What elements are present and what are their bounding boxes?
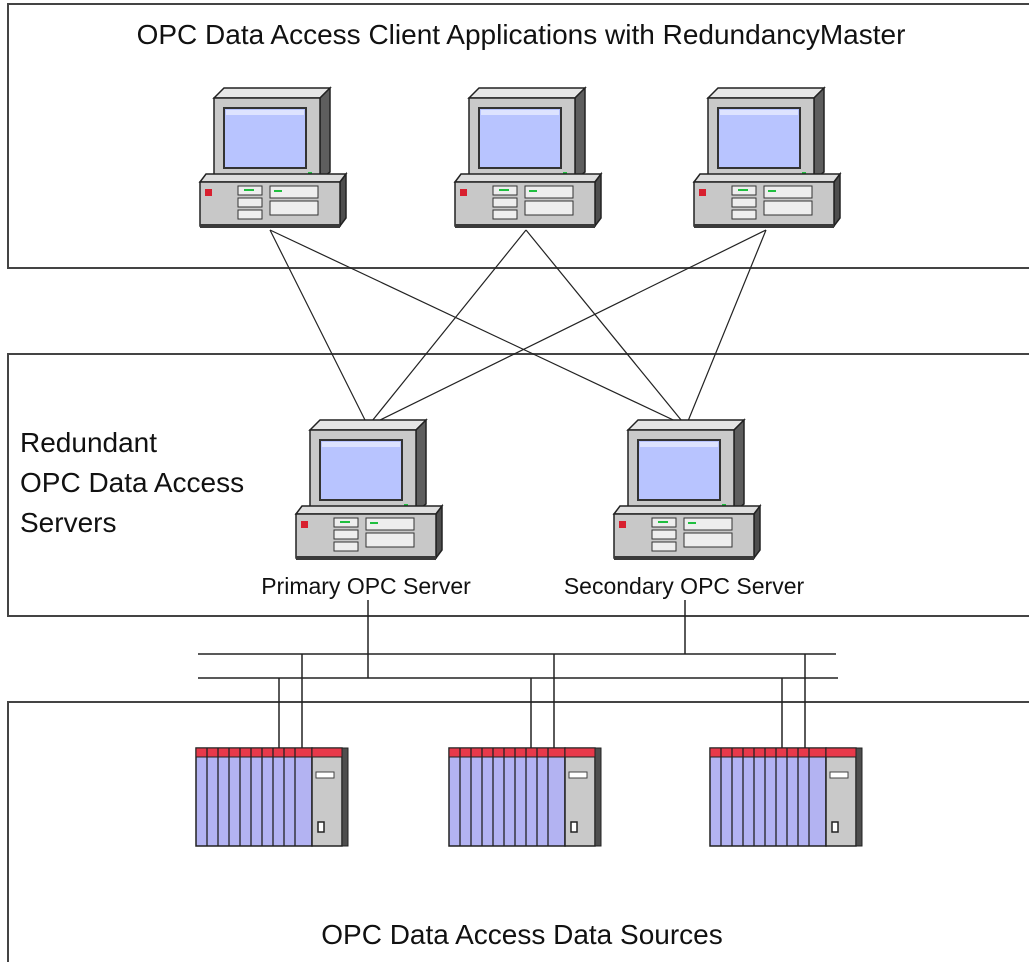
secondary-server-label: Secondary OPC Server [564,573,805,599]
clients-tier: OPC Data Access Client Applications with… [7,3,1029,269]
servers-tier: Redundant OPC Data Access Servers [7,353,1029,617]
servers-tier-title-line-3: Servers [20,507,116,538]
servers-tier-title-line-2: OPC Data Access [20,467,244,498]
link-client1-primary [269,229,369,427]
primary-server-label: Primary OPC Server [261,573,471,599]
sources-tier-title: OPC Data Access Data Sources [321,919,723,950]
primary-server-computer-icon [295,419,443,561]
link-client3-primary [367,229,767,427]
sources-tier: OPC Data Access Data Sources [7,701,1029,962]
data-source-3-icon [709,747,863,847]
data-source-1-icon [195,747,349,847]
link-client3-secondary [685,229,767,427]
link-client2-primary [367,229,527,427]
client-server-links [269,229,767,427]
client-computer-2-icon [454,87,602,229]
servers-tier-title-line-1: Redundant [20,427,157,458]
link-client2-secondary [525,229,687,427]
clients-tier-title: OPC Data Access Client Applications with… [137,19,906,50]
servers-tier-title: Redundant OPC Data Access Servers [20,427,252,538]
client-computer-3-icon [693,87,841,229]
secondary-server-computer-icon [613,419,761,561]
link-client1-secondary [269,229,687,427]
network-bus [198,600,838,748]
data-source-2-icon [448,747,602,847]
client-computer-1-icon [199,87,347,229]
